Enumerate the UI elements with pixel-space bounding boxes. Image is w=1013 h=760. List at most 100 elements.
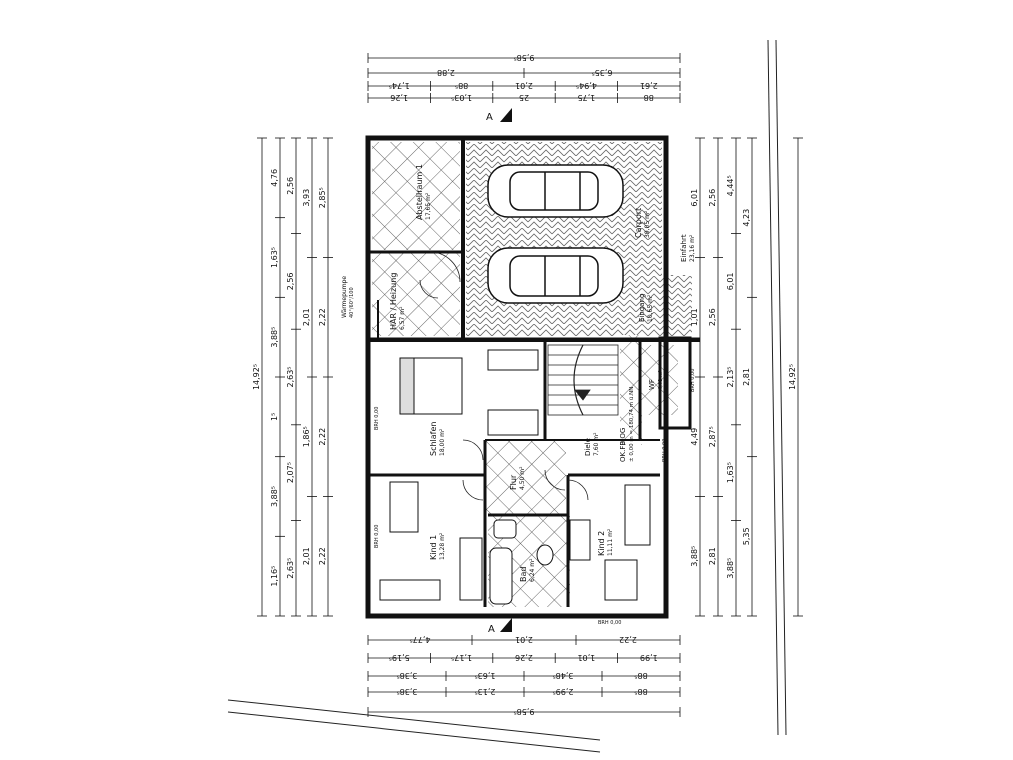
bed-kind1 [459,537,483,601]
car-top [487,164,624,218]
desk-kind1 [389,481,419,533]
okfb-level: ± 0,00 m = 180,74 m ü.NN [629,387,635,462]
dim-top-row4-label: 1,26 [390,93,408,102]
dim-bottom-row4-label: 2,13⁵ [474,687,495,696]
dim-right-col1-label: 1,01 [690,308,699,326]
outer-wall [365,135,669,619]
dim-bottom-row3-label: 3,38⁵ [396,671,417,680]
dim-bottom-row3-label: 3,48⁵ [552,671,573,680]
svg-text:A: A [486,112,493,123]
brh-wf: BRH 0,00 [690,369,696,392]
dim-top-row2-label: 2,88 [437,68,455,77]
dim-bottom-row2-label: 1,17⁵ [451,653,472,662]
wf-label: WF [648,379,656,390]
eingang-area: 10,65 m² [647,294,654,322]
dim-left-col4-label: 2,22 [318,547,327,565]
car-bottom [487,247,624,304]
abstellraum-label: Abstellraum 1 [415,164,424,220]
dim-top-row4-label: 1,03⁵ [451,93,472,102]
dim-left-overall-label: 14,92⁵ [252,364,261,390]
dim-left-col1-label: 1,63⁵ [270,247,279,268]
dim-top-row4-label: 25 [519,93,529,102]
flur-label: Flur [509,474,518,490]
brh-diele: BRH 0,00 [662,439,668,462]
property-lines [227,39,787,753]
dim-left-col4-label: 2,22 [318,308,327,326]
dim-right-col2-label: 2,87⁵ [708,426,717,447]
dim-right-col3-label: 1,63⁵ [726,462,735,483]
har-area: 6,57 m² [399,306,406,330]
dim-left-col1-label: 3,88⁵ [270,327,279,348]
dim-right-col4-label: 5,35 [742,527,751,545]
dim-top-row2-label: 6,35⁵ [591,68,612,77]
dim-right-col2-label: 2,81 [708,547,717,565]
flur-area: 4,50 m² [519,466,526,490]
dim-right-overall-label: 14,92⁵ [788,364,797,390]
dim-bottom-row4-label: 2,99⁵ [552,687,573,696]
dim-top-row3-label: 88⁵ [455,81,468,90]
diele-label: Diele [584,438,592,456]
dim-left-col2-label: 2,63⁵ [286,366,295,387]
har-floor [372,252,460,336]
einfahrt-label: Einfahrt [680,234,688,262]
dim-left-col4-label: 2,22 [318,428,327,446]
dim-bottom-row1-label: 2,22 [619,635,637,644]
kind2-area: 11,11 m² [607,528,614,556]
dim-bottom-row3-label: 88⁵ [634,671,647,680]
einfahrt-area: 23,16 m² [689,234,696,262]
dim-right-col3-label: 3,88⁵ [726,558,735,579]
har-label: HAR / Heizung [389,273,398,330]
bathtub [489,547,513,605]
dim-right-col1-label: 6,01 [690,189,699,207]
okfb-label: OK.FB.OG [619,428,627,462]
dim-bottom-row2-label: 5,19⁵ [389,653,410,662]
dim-top-row3-label: 2,01 [515,81,533,90]
toilet [536,544,554,566]
section-marker-top: A [486,108,512,123]
staircase [547,344,619,416]
dim-left-col3-label: 1,86⁵ [302,426,311,447]
dim-bottom-row2-label: 1,99 [640,653,658,662]
bad-label: Bad [519,567,528,582]
desk-kind2 [604,559,638,601]
bed-kind2 [624,484,651,546]
brh-kind1: BRH 0,00 [374,525,380,548]
dim-left-col1-label: 3,88⁵ [270,486,279,507]
dim-top-row4-label: 1,75 [577,93,595,102]
dim-right-col4-label: 2,81 [742,368,751,386]
dim-bottom-row4-label: 88⁵ [634,687,647,696]
dim-right-col1-label: 3,88⁵ [690,546,699,567]
dim-left-col3-label: 2,01 [302,308,311,326]
dim-bottom-row4-label: 3,38⁵ [396,687,417,696]
dim-left-col4-label: 2,85⁵ [318,187,327,208]
dim-left-col3-label: 3,93 [302,189,311,207]
wf-area: 4,40 m² [658,370,664,390]
washbasin [493,519,517,539]
bad-area: 6,24 m² [529,558,536,582]
dim-left-col2-label: 2,63⁵ [286,558,295,579]
dim-left-col2-label: 2,56 [286,272,295,290]
dim-top-row3-label: 4,94⁵ [576,81,597,90]
dim-top-row1-label: 9,58⁵ [513,53,534,62]
dim-left-col1-label: 4,76 [270,169,279,187]
dim-right-col1-label: 4,49 [690,428,699,446]
flur-floor [484,440,566,515]
dim-right-col3-label: 6,01 [726,272,735,290]
kind1-label: Kind 1 [429,535,438,560]
waermepumpe-spec: 40°/60°/100 [349,287,355,318]
dim-bottom-row2-label: 1,01 [577,653,595,662]
dim-bottom-row1-label: 4,77⁵ [409,635,430,644]
svg-text:A: A [488,624,495,635]
doors [419,251,589,501]
dim-left-col3-label: 2,01 [302,547,311,565]
dim-top-row3-label: 2,61 [640,81,658,90]
dim-bottom-row3-label: 1,63⁵ [474,671,495,680]
dim-top-row4-label: 88 [644,93,654,102]
dim-right-col3-label: 4,44⁵ [726,175,735,196]
schlafen-label: Schlafen [429,422,438,456]
dim-bottom-row5-label: 9,58⁵ [513,707,534,716]
kind1-area: 13,28 m² [439,532,446,560]
room-labels: Abstellraum 1 17,65 m² HAR / Heizung 6,5… [341,164,696,626]
eingang-label: Eingang [638,294,646,322]
